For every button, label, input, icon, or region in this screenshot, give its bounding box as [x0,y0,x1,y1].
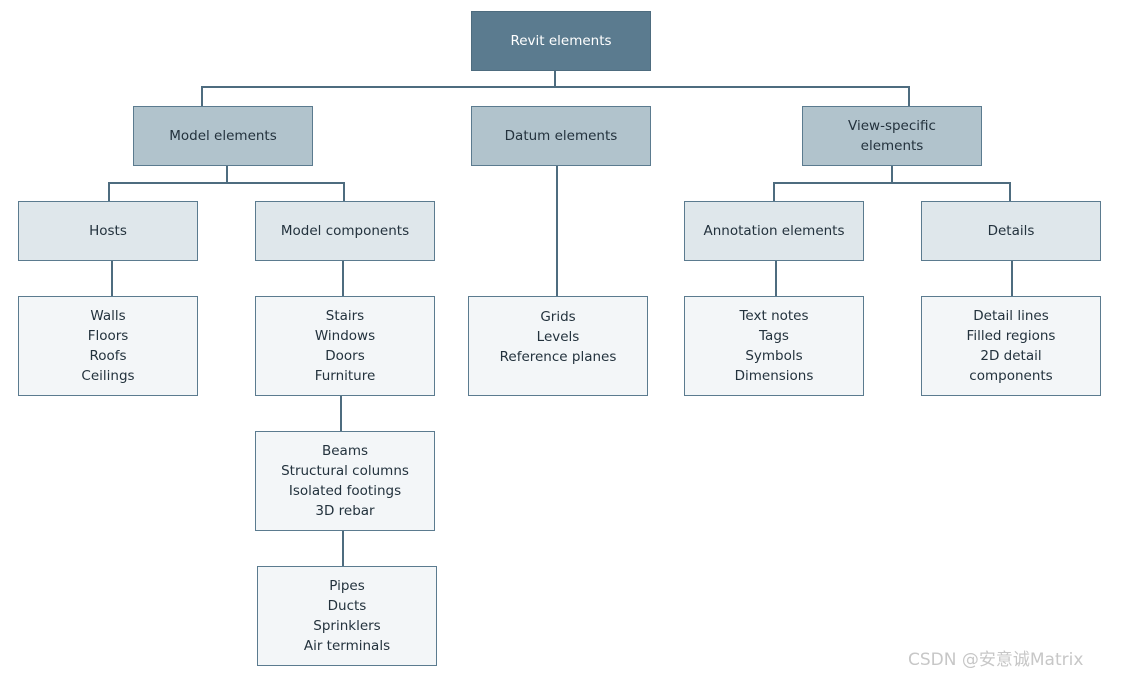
leaf-item: Text notes [739,308,809,324]
root-node-revit-elements: Revit elements [471,11,651,71]
leaf-item: Structural columns [281,463,409,479]
connector [342,530,344,567]
connector [343,182,345,202]
connector [773,182,1011,184]
node-datum-elements: Datum elements [471,106,651,166]
connector [554,70,556,88]
leaf-item: Roofs [89,348,127,364]
view-specific-label-line-2: elements [860,138,924,154]
leaf-item: Grids [540,309,576,325]
node-details: Details [921,201,1101,261]
leaf-item: components [969,368,1053,384]
connector [108,182,110,202]
watermark-text: CSDN @安意诚Matrix [908,650,1084,670]
leaf-item: Isolated footings [288,483,402,499]
connector [340,395,342,432]
leaf-item: Ducts [327,598,367,614]
connector [201,86,203,107]
connector [1009,182,1011,202]
leaf-item: Floors [87,328,129,344]
connector [775,260,777,297]
leaf-model-components-items: Stairs Windows Doors Furniture [255,296,435,396]
leaf-item: Windows [314,328,376,344]
connector [108,182,345,184]
node-annotation-elements: Annotation elements [684,201,864,261]
connector [773,182,775,202]
connector [908,86,910,107]
leaf-item: Detail lines [973,308,1049,324]
leaf-item: Filled regions [966,328,1056,344]
leaf-structural-items: Beams Structural columns Isolated footin… [255,431,435,531]
leaf-hosts-items: Walls Floors Roofs Ceilings [18,296,198,396]
datum-elements-label: Datum elements [504,128,618,144]
leaf-item: Stairs [325,308,365,324]
connector [556,165,558,297]
leaf-datum-items: Grids Levels Reference planes [468,296,648,396]
node-view-specific-elements: View-specific elements [802,106,982,166]
leaf-item: Symbols [745,348,803,364]
details-label: Details [987,223,1035,239]
annotation-elements-label: Annotation elements [703,223,845,239]
connector [342,260,344,297]
leaf-item: 3D rebar [315,503,375,519]
leaf-item: 2D detail [980,348,1042,364]
leaf-item: Reference planes [499,349,617,365]
leaf-details-items: Detail lines Filled regions 2D detail co… [921,296,1101,396]
leaf-item: Dimensions [734,368,814,384]
connector [1011,260,1013,297]
leaf-item: Tags [759,328,789,344]
leaf-item: Levels [536,329,580,345]
leaf-item: Air terminals [303,638,391,654]
leaf-item: Walls [90,308,126,324]
connector [201,86,910,88]
node-model-components: Model components [255,201,435,261]
hosts-label: Hosts [89,223,127,239]
node-model-elements: Model elements [133,106,313,166]
node-hosts: Hosts [18,201,198,261]
view-specific-label-line-1: View-specific [848,118,936,134]
leaf-item: Pipes [329,578,365,594]
root-label: Revit elements [510,33,612,49]
leaf-item: Ceilings [81,368,135,384]
leaf-mep-items: Pipes Ducts Sprinklers Air terminals [257,566,437,666]
model-components-label: Model components [280,223,410,239]
leaf-item: Doors [325,348,365,364]
connector [891,165,893,184]
model-elements-label: Model elements [169,128,277,144]
leaf-item: Sprinklers [313,618,381,634]
connector [111,260,113,297]
connector [226,165,228,184]
leaf-item: Beams [321,443,369,459]
leaf-item: Furniture [314,368,376,384]
leaf-annotation-items: Text notes Tags Symbols Dimensions [684,296,864,396]
